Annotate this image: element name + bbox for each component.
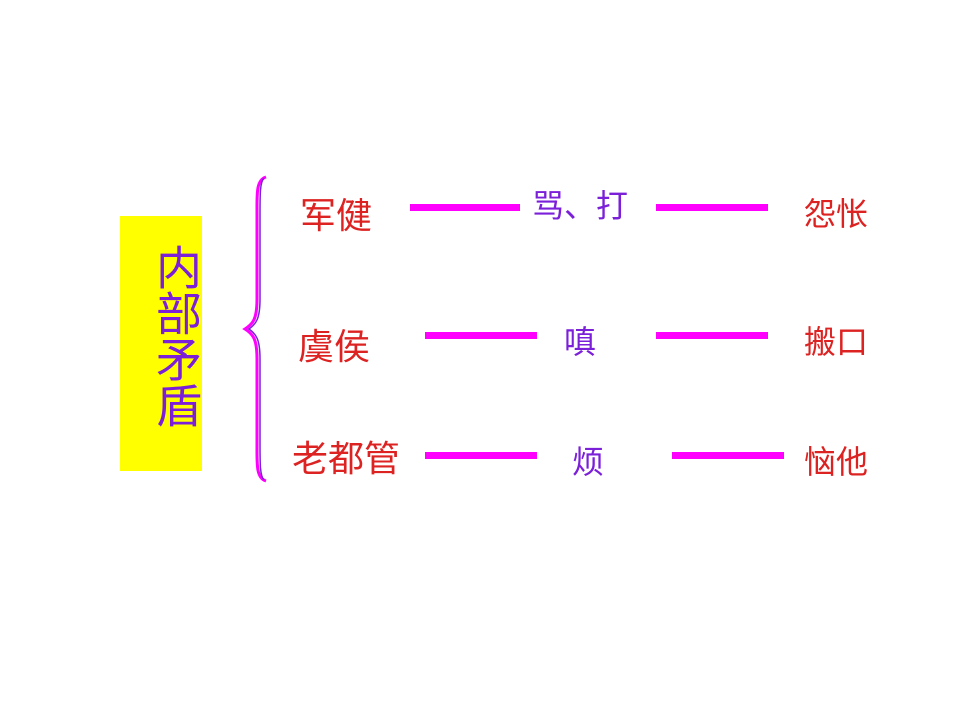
row-3-left-label: 老都管 (292, 439, 401, 480)
row-3-right-label: 恼他 (804, 443, 869, 481)
title-box: 内部矛盾 (120, 216, 203, 471)
left-brace (242, 175, 267, 483)
row-2-left-label: 虞侯 (298, 327, 371, 368)
row-1-connector-left (410, 204, 520, 211)
row-3-connector-left (425, 452, 537, 459)
row-1-right-label: 怨怅 (804, 195, 869, 233)
row-3-middle-label: 烦 (572, 443, 605, 481)
row-2-middle-label: 嗔 (564, 323, 597, 361)
row-2-connector-right (656, 332, 768, 339)
row-1-connector-right (656, 204, 768, 211)
row-2-right-label: 搬口 (804, 323, 869, 361)
row-1-left-label: 军健 (300, 196, 373, 237)
title-text: 内部矛盾 (149, 244, 203, 428)
row-1-middle-label: 骂、打 (532, 187, 629, 225)
row-3-connector-right (672, 452, 784, 459)
row-2-connector-left (425, 332, 537, 339)
